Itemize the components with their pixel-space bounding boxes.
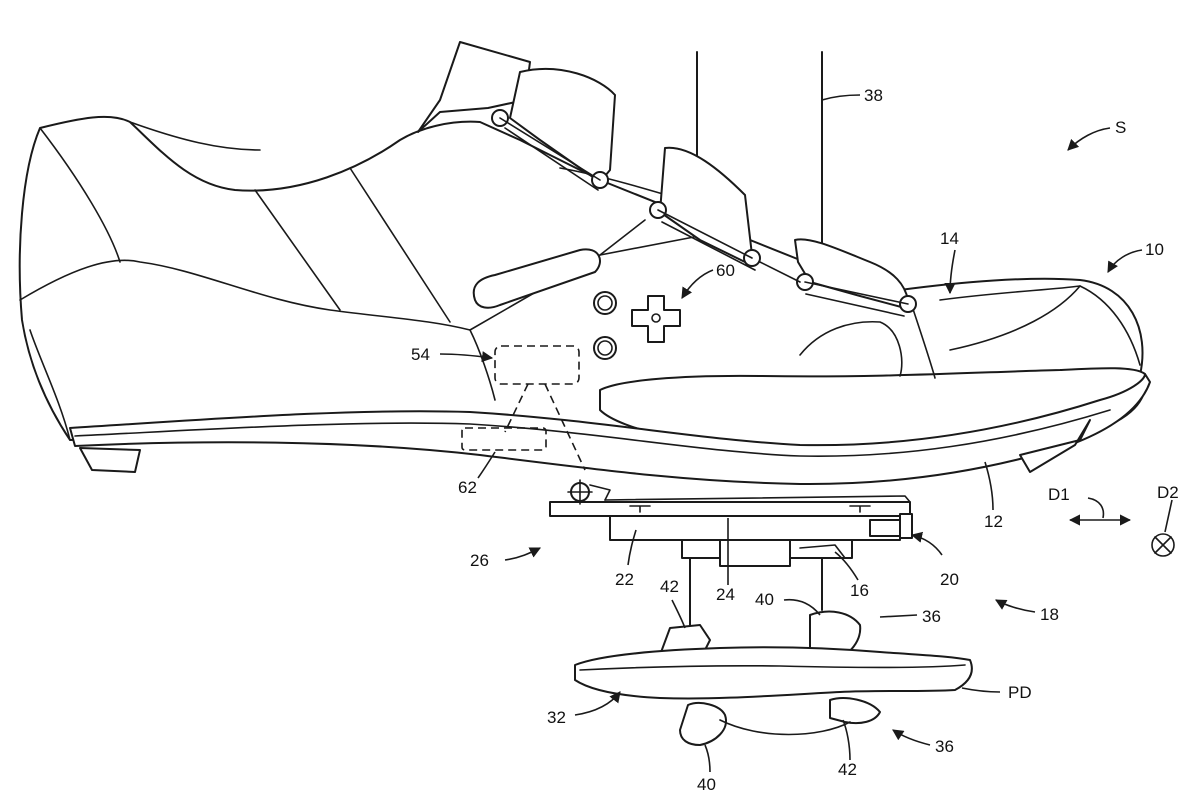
cleat-base-plate [549,501,911,517]
label-part-26: 26 [470,551,489,570]
toe-pad [1019,419,1091,473]
label-pedal: PD [1008,683,1032,702]
pedal [574,610,973,746]
label-direction-2: D2 [1157,483,1179,502]
label-part-16: 16 [850,581,869,600]
label-sole-device: 62 [458,478,477,497]
label-claw-c: 42 [660,577,679,596]
label-direction-1: D1 [1048,485,1070,504]
strap-rear [417,41,616,191]
label-claw-d: 42 [838,760,857,779]
control-buttons [593,291,617,360]
label-pedal-body: 32 [547,708,566,727]
label-claw-b: 40 [697,775,716,794]
label-part-22: 22 [615,570,634,589]
sole-embedded-device [461,427,547,451]
heel-pad [79,447,141,473]
directional-pad [631,295,681,343]
shoe-sole [69,373,1151,486]
claw-lower-right [829,697,881,725]
label-shoe: 10 [1145,240,1164,259]
cleat-assembly [549,479,913,626]
pedal-body [574,646,973,700]
leader-lines [439,94,1175,773]
label-upper: 14 [940,229,959,248]
label-system: S [1115,118,1126,137]
strap-middle [599,146,761,271]
label-binding-front: 36 [922,607,941,626]
label-crank: 38 [864,86,883,105]
label-cleat-unit: 20 [940,570,959,589]
label-sole: 12 [984,512,1003,531]
label-part-18: 18 [1040,605,1059,624]
strap-front [759,238,917,317]
direction-d2-symbol [1151,533,1175,557]
label-claw-a: 40 [755,590,774,609]
electronics-housing [494,345,580,385]
label-controls: 60 [716,261,735,280]
label-electronics: 54 [411,345,430,364]
reference-labels: 38 S 10 14 60 54 62 12 D1 D2 20 26 22 24… [411,86,1179,794]
label-part-24: 24 [716,585,735,604]
claw-lower-left [679,702,727,746]
cycling-shoe [18,41,1151,486]
label-binding-rear: 36 [935,737,954,756]
